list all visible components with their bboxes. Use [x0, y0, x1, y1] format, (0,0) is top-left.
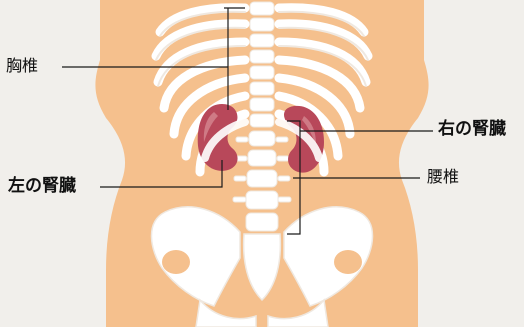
- vertebra: [246, 213, 278, 231]
- vertebra: [250, 2, 274, 15]
- label-lumbar-vertebrae: 腰椎: [427, 169, 459, 185]
- vertebra: [250, 18, 274, 31]
- transverse-process: [277, 156, 289, 161]
- label-left-kidney: 左の腎臓: [8, 178, 76, 195]
- transverse-process: [234, 176, 246, 181]
- vertebra: [249, 131, 275, 146]
- label-thoracic-vertebrae: 胸椎: [6, 58, 38, 74]
- transverse-process: [278, 197, 291, 202]
- vertebra: [248, 150, 276, 166]
- vertebra: [250, 66, 274, 79]
- transverse-process: [276, 137, 288, 142]
- vertebra: [250, 82, 274, 95]
- label-right-kidney: 右の腎臓: [438, 121, 506, 138]
- vertebra: [247, 170, 277, 187]
- vertebra: [250, 114, 274, 127]
- left-hip-socket: [162, 250, 190, 274]
- vertebra: [250, 98, 274, 111]
- vertebra: [250, 34, 274, 47]
- vertebra: [246, 191, 278, 209]
- transverse-process: [233, 197, 246, 202]
- vertebra: [250, 50, 274, 63]
- right-hip-socket: [334, 250, 362, 274]
- transverse-process: [278, 176, 290, 181]
- transverse-process: [236, 137, 248, 142]
